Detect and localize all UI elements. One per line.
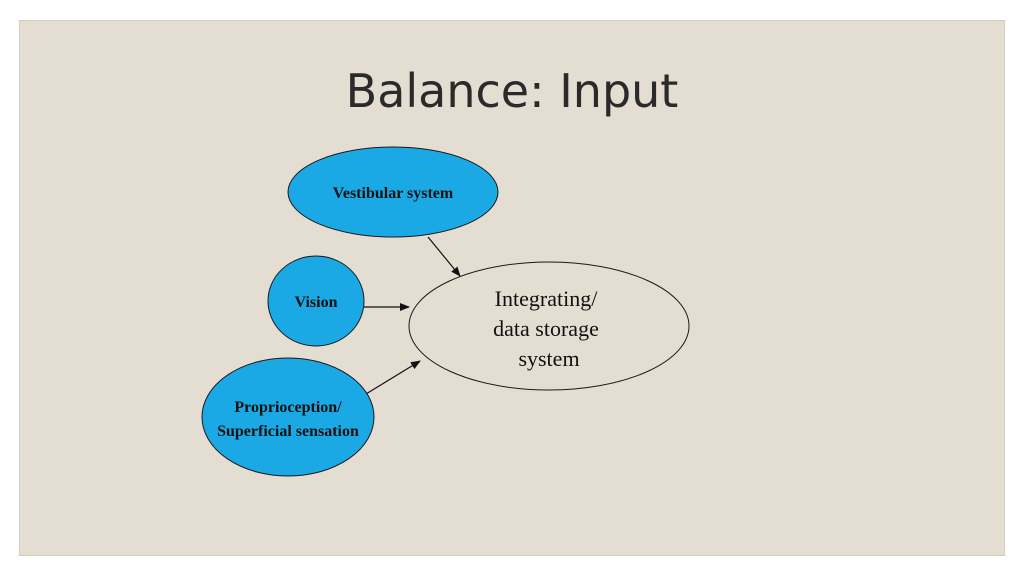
node-integrating-label-line-1: Integrating/: [495, 286, 599, 311]
node-proprioception: Proprioception/ Superficial sensation: [201, 357, 375, 477]
node-integrating-system: Integrating/ data storage system: [408, 261, 690, 391]
node-vision: Vision: [267, 255, 365, 347]
node-integrating-label-line-3: system: [518, 346, 579, 371]
node-vestibular-label: Vestibular system: [333, 185, 454, 202]
arrow-proprioception-to-integrating: [365, 360, 421, 395]
node-vestibular-system: Vestibular system: [287, 146, 499, 238]
node-integrating-label-line-2: data storage: [493, 316, 599, 341]
node-vision-label: Vision: [295, 294, 338, 311]
arrow-vestibular-to-integrating: [427, 236, 461, 277]
slide-title: Balance: Input: [345, 64, 679, 118]
node-proprioception-label-line-1: Proprioception/: [234, 399, 342, 416]
node-proprioception-label-line-2: Superficial sensation: [217, 423, 359, 440]
